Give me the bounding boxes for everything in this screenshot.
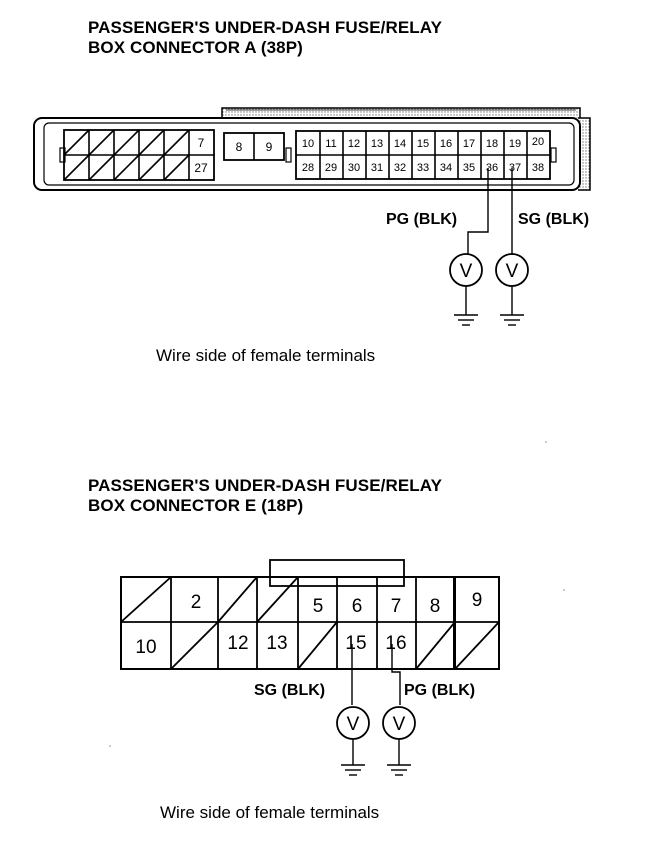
pin-e-16: 16: [385, 633, 406, 654]
pin-e-12: 12: [227, 633, 248, 654]
connector-e-title-line1: PASSENGER'S UNDER-DASH FUSE/RELAY: [88, 476, 443, 495]
pin-a-7: 7: [198, 136, 205, 150]
connector-e-caption: Wire side of female terminals: [160, 803, 380, 822]
pin-a-11: 11: [325, 138, 336, 150]
pin-a-20: 20: [532, 136, 544, 148]
voltmeter-symbol: V: [347, 714, 360, 735]
pg-probe-label-a: PG (BLK): [386, 211, 457, 228]
scan-speck: [109, 441, 565, 747]
connector-a-caption: Wire side of female terminals: [156, 346, 376, 365]
connector-e-title-line2: BOX CONNECTOR E (18P): [88, 496, 304, 515]
connector-a-title-line2: BOX CONNECTOR A (38P): [88, 38, 303, 57]
ground-icon: [500, 314, 524, 326]
connector-a-title-line1: PASSENGER'S UNDER-DASH FUSE/RELAY: [88, 18, 443, 37]
pin-a-8: 8: [236, 140, 243, 154]
sg-probe-label-e: SG (BLK): [254, 682, 325, 699]
ground-icon: [454, 314, 478, 326]
ground-icon: [341, 764, 365, 776]
pin-a-19: 19: [509, 138, 521, 150]
connector-a-pins: 7 27 8 9 10 11 12 13 14 15 16 17 18 19 2…: [194, 136, 544, 175]
pin-a-18: 18: [486, 138, 498, 150]
pin-a-27: 27: [194, 161, 208, 175]
pin-a-15: 15: [417, 138, 429, 150]
pin-a-33: 33: [417, 162, 429, 174]
pin-a-31: 31: [371, 162, 383, 174]
pin-a-17: 17: [463, 138, 475, 150]
pin-a-14: 14: [394, 138, 406, 150]
pg-probe-wire-a: [467, 168, 489, 255]
pin-a-30: 30: [348, 162, 360, 174]
connector-e-probe-wires: [336, 644, 416, 776]
pin-a-9: 9: [266, 140, 273, 154]
voltmeter-symbol: V: [460, 261, 473, 282]
connector-e-pins: 2 5 6 7 8 9 10 12 13 15 16: [135, 590, 482, 658]
pin-a-37: 37: [509, 162, 521, 174]
pin-e-2: 2: [191, 592, 202, 613]
ground-icon: [387, 764, 411, 776]
voltmeter-symbol: V: [393, 714, 406, 735]
voltmeter-symbol: V: [506, 261, 519, 282]
pin-e-13: 13: [266, 633, 287, 654]
pg-probe-label-e: PG (BLK): [404, 682, 475, 699]
pin-a-12: 12: [348, 138, 360, 150]
pg-probe-wire-e: [391, 644, 401, 705]
pin-a-28: 28: [302, 162, 314, 174]
connector-a: [33, 107, 591, 191]
sg-probe-label-a: SG (BLK): [518, 211, 589, 228]
connector-a-probe-wires: [449, 168, 529, 326]
connector-e: [120, 559, 500, 670]
pin-a-36: 36: [486, 162, 498, 174]
pin-a-32: 32: [394, 162, 406, 174]
pin-e-6: 6: [352, 596, 363, 617]
pin-e-8: 8: [430, 596, 441, 617]
pin-a-38: 38: [532, 162, 544, 174]
pin-e-9: 9: [472, 590, 483, 611]
pin-e-15: 15: [345, 633, 366, 654]
pin-a-29: 29: [325, 162, 337, 174]
pin-a-13: 13: [371, 138, 383, 150]
pin-a-16: 16: [440, 138, 452, 150]
pin-e-5: 5: [313, 596, 324, 617]
pin-e-7: 7: [391, 596, 402, 617]
pin-a-10: 10: [302, 138, 314, 150]
pin-a-34: 34: [440, 162, 452, 174]
pin-e-10: 10: [135, 637, 156, 658]
pin-a-35: 35: [463, 162, 475, 174]
